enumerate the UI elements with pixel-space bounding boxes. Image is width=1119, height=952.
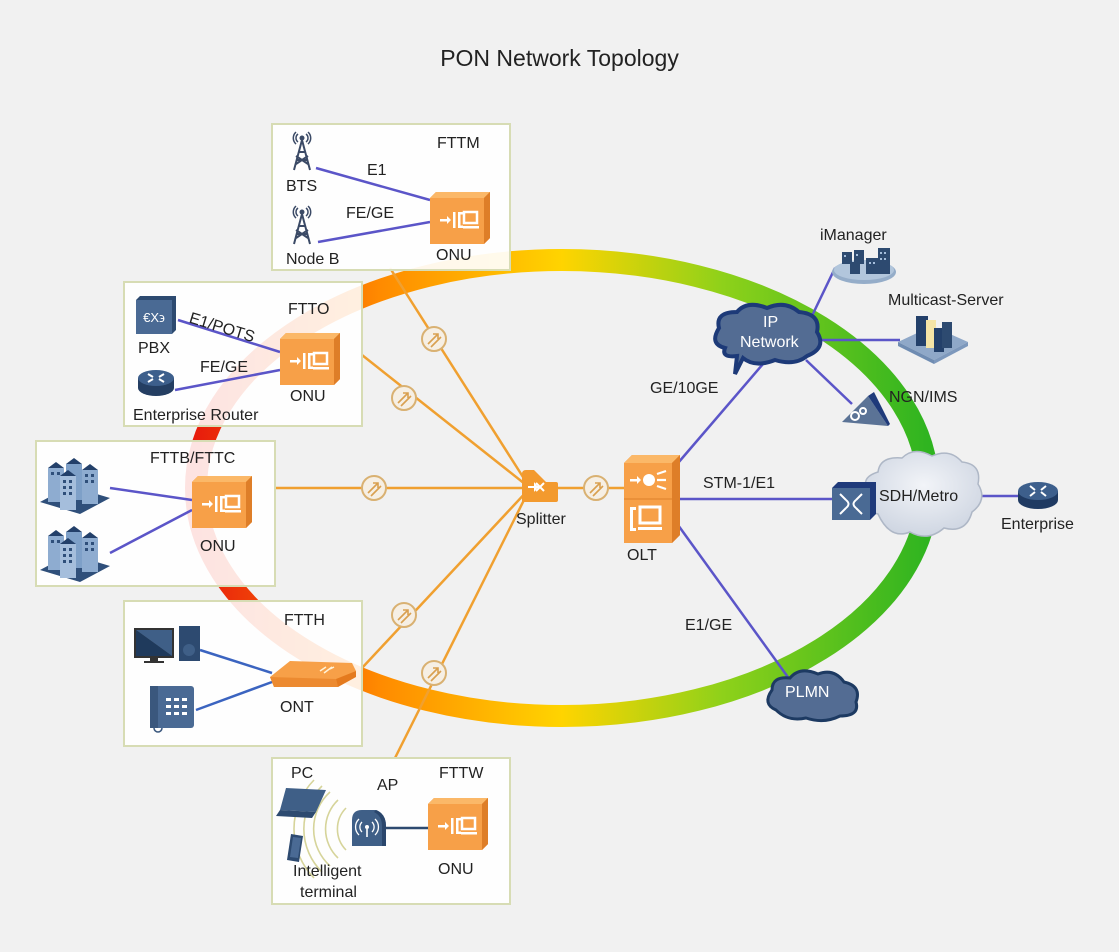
ip-network-label-2: Network	[740, 334, 799, 351]
laptop-icon	[276, 788, 326, 818]
ftto-links	[174, 318, 281, 392]
imanager-icon	[832, 248, 896, 284]
nodeb-tower-icon	[292, 205, 312, 245]
link-ngn	[805, 359, 853, 405]
pc-label: PC	[291, 765, 314, 782]
fttm-label: FTTM	[437, 135, 480, 152]
fiber-fttm	[388, 267, 532, 489]
fttm-onu-icon	[428, 190, 492, 246]
olt-label: OLT	[627, 547, 657, 564]
fttm-onu-label: ONU	[436, 247, 472, 264]
fttb-onu-icon	[190, 474, 254, 530]
svg-text:€X϶: €X϶	[143, 310, 165, 325]
bts-icon	[292, 131, 312, 171]
pc-monitor-icon	[134, 626, 200, 663]
tablet-icon	[287, 834, 303, 862]
fttb-links	[109, 486, 193, 555]
ftto-fege-link-label: FE/GE	[200, 359, 249, 376]
fiber-ftto	[361, 354, 531, 489]
ngn-ims-icon	[842, 392, 890, 426]
plmn-cloud-icon	[766, 669, 859, 723]
optical-marker-icon	[391, 602, 417, 628]
ftto-onu-icon	[278, 331, 342, 387]
ont-icon	[270, 661, 356, 687]
e1-link-label: E1	[367, 162, 387, 179]
multicast-server-icon	[898, 316, 968, 364]
sdh-metro-cloud-icon	[864, 450, 983, 537]
ip-network-label-1: IP	[763, 314, 779, 331]
optical-marker-icon	[421, 326, 447, 352]
enterprise-router-label: Enterprise Router	[133, 407, 259, 424]
optical-marker-icon	[421, 660, 447, 686]
optical-marker-icon	[391, 385, 417, 411]
intelligent-terminal-label-2: terminal	[300, 884, 357, 901]
ftto-label: FTTO	[288, 301, 330, 318]
pbx-icon: €X϶	[136, 296, 176, 334]
optical-marker-icon	[583, 475, 609, 501]
building-icon	[40, 458, 110, 514]
fttw-onu-label: ONU	[438, 861, 474, 878]
fttb-label: FTTB/FTTC	[150, 450, 236, 467]
fttw-label: FTTW	[439, 765, 484, 782]
link-imanager	[808, 267, 837, 321]
ap-label: AP	[377, 777, 399, 794]
ge10ge-link-label: GE/10GE	[650, 380, 719, 397]
ftto-onu-label: ONU	[290, 388, 326, 405]
sdh-metro-label: SDH/Metro	[879, 488, 959, 505]
fiber-ftth	[361, 487, 531, 669]
ngn-ims-label: NGN/IMS	[889, 389, 958, 406]
ftth-links	[195, 648, 273, 712]
enterprise-label: Enterprise	[1001, 516, 1074, 533]
uplink-lines	[676, 267, 1020, 681]
building-icon	[40, 526, 110, 582]
optical-markers	[361, 326, 609, 686]
ftth-label: FTTH	[284, 612, 325, 629]
pbx-label: PBX	[138, 340, 171, 357]
e1ge-link-label: E1/GE	[685, 617, 733, 634]
fttm-fege-link-label: FE/GE	[346, 205, 395, 222]
uplink-plmn	[676, 524, 792, 681]
imanager-label: iManager	[820, 227, 887, 244]
ont-label: ONT	[280, 699, 314, 716]
splitter-label: Splitter	[516, 511, 566, 528]
fttb-onu-label: ONU	[200, 538, 236, 555]
phone-icon	[150, 686, 194, 733]
enterprise-router-icon	[138, 370, 174, 396]
fiber-fttw	[393, 487, 532, 759]
sdh-switch-icon	[832, 482, 876, 520]
optical-marker-icon	[361, 475, 387, 501]
stm1e1-link-label: STM-1/E1	[703, 475, 776, 492]
uplink-ip	[677, 349, 776, 464]
bts-label: BTS	[286, 178, 318, 195]
fttm-links	[315, 166, 431, 244]
diagram-title: PON Network Topology	[440, 45, 679, 71]
fiber-lines	[276, 267, 625, 759]
multicast-server-label: Multicast-Server	[888, 292, 1004, 309]
splitter-icon	[522, 470, 558, 502]
nodeb-label: Node B	[286, 251, 340, 268]
ip-network-cloud-icon	[713, 302, 823, 375]
plmn-label: PLMN	[785, 684, 830, 701]
olt-icon	[624, 455, 680, 543]
enterprise-icon	[1018, 482, 1058, 509]
access-point-icon	[352, 810, 386, 846]
intelligent-terminal-label-1: Intelligent	[293, 863, 362, 880]
fttw-onu-icon	[426, 796, 490, 852]
